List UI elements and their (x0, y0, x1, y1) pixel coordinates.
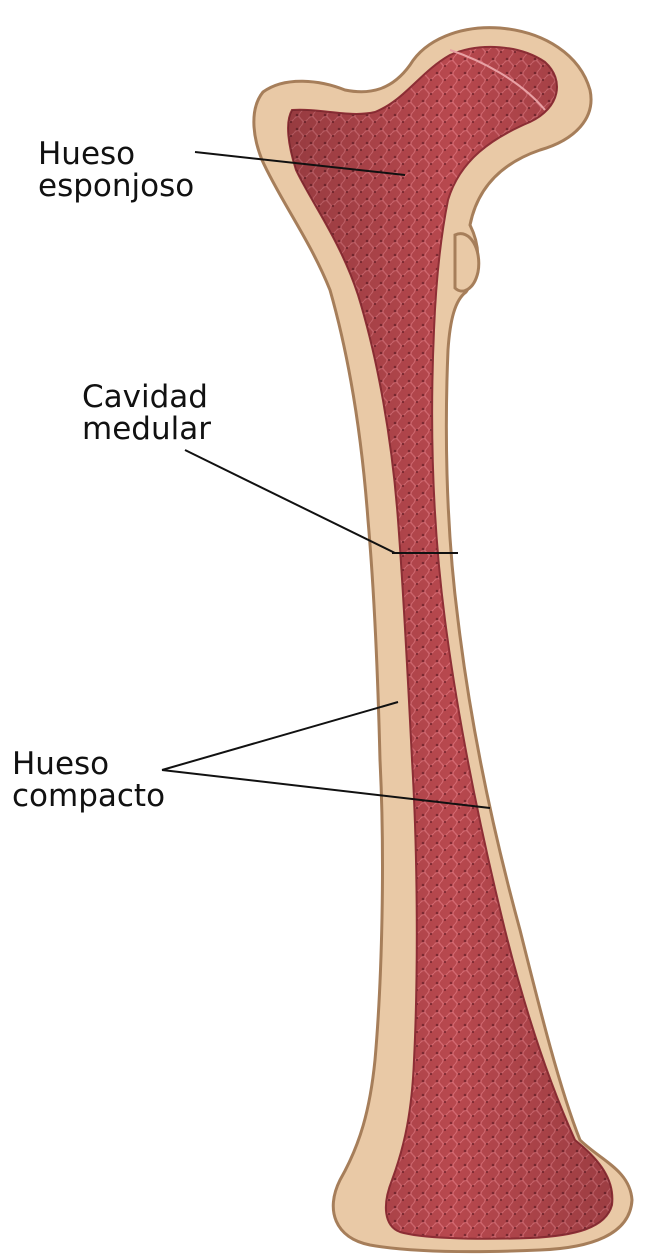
label-spongy-bone: Hueso esponjoso (38, 138, 194, 202)
label-compact-bone: Hueso compacto (12, 748, 165, 812)
label-spongy-bone-line2: esponjoso (38, 170, 194, 202)
label-compact-bone-line2: compacto (12, 780, 165, 812)
label-spongy-bone-line1: Hueso (38, 138, 194, 170)
label-medullary-cavity-line1: Cavidad (82, 381, 211, 413)
leader-line-compact-bone-left (162, 702, 398, 770)
label-medullary-cavity-line2: medular (82, 413, 211, 445)
label-medullary-cavity: Cavidad medular (82, 381, 211, 445)
label-compact-bone-line1: Hueso (12, 748, 165, 780)
